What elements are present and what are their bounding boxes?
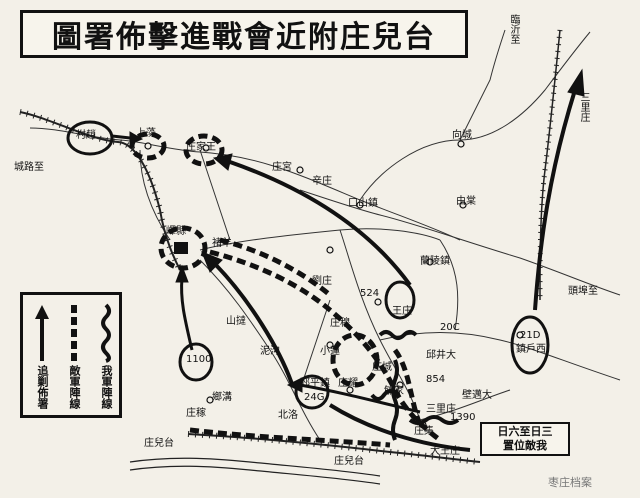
label-jiaozhuang: 辛庄 [312, 176, 332, 187]
label-n20c: 20C [440, 322, 460, 333]
map-title-box: 圖署佈擊進戰會近附庄兒台 [20, 10, 468, 58]
label-zhufu: 褚羊 [212, 238, 232, 249]
label-xian: 鎮戶西 [516, 344, 546, 355]
label-xiaoyan: 小蓮 [320, 346, 340, 357]
label-shangluo: 山撻 [226, 316, 246, 327]
legend-our-label: 我軍陣線 [100, 365, 113, 409]
label-lincheng: 城路至 [14, 162, 44, 173]
label-linyi-to: 臨沂至 [508, 14, 519, 44]
label-yidong: 由棠 [456, 196, 476, 207]
wavy-line-icon [101, 303, 111, 363]
circled-positions [178, 280, 550, 410]
legend-our: 我軍陣線 [93, 303, 119, 413]
label-koushan: 口山鎮 [348, 198, 378, 209]
label-n21d: 21D [520, 330, 541, 341]
our-lines [370, 330, 460, 441]
label-hanzhuang2: 庄集 [414, 426, 434, 437]
label-lanqiao: 蘭陵鎮 [420, 256, 450, 267]
date-line-1: 日六至日三 [497, 425, 553, 438]
dashed-line-icon [71, 305, 77, 361]
label-dawang: 大王庄 [430, 446, 460, 457]
label-jiao: 郇家 [384, 386, 404, 397]
legend: 追剿佈署 敵軍陣線 我軍陣線 [20, 292, 122, 418]
label-n1390: 1390 [450, 412, 476, 423]
label-wangzhuang: 王庄 [392, 306, 412, 317]
label-n524: 524 [360, 288, 380, 299]
label-liuzhuang: 劉庄 [312, 276, 332, 287]
label-hanzhuang: 泥沟 [260, 346, 280, 357]
watermark: 枣庄档案 [548, 476, 592, 489]
label-n1100: 1100 [186, 354, 212, 365]
legend-enemy-label: 敵軍陣線 [68, 365, 81, 409]
label-n854: 854 [426, 374, 446, 385]
yicheng-square-icon [174, 242, 188, 254]
pursuit-arrows [66, 68, 585, 452]
label-taierzhuang: 庄兒台 [144, 438, 174, 449]
date-line-2: 置位敵我 [503, 439, 547, 452]
label-shuiquan: 邱井大 [426, 350, 456, 361]
label-sanli-road: 三里庄 [578, 92, 589, 122]
label-sanli: 三里庄 [426, 404, 456, 415]
label-yicheng: 嶧縣 [166, 226, 186, 237]
label-liqu: 壁邁大 [462, 390, 492, 401]
legend-pursuit: 追剿佈署 [29, 303, 55, 413]
map-title: 圖署佈擊進戰會近附庄兒台 [52, 20, 436, 55]
label-gugong: 庄宮 [272, 162, 292, 173]
label-majiahe: 向城 [452, 130, 472, 141]
label-zhiqiao: 庄稼 [186, 408, 206, 419]
town-markers [144, 140, 524, 429]
label-beiyuan: 北洛 [278, 410, 298, 421]
label-taierzhuang-south: 庄兒台 [334, 456, 364, 467]
legend-pursuit-label: 追剿佈署 [36, 365, 49, 409]
label-youcheng: 頭埠至 [568, 286, 598, 297]
label-guo: 鄉溝 [212, 392, 232, 403]
label-tianzhuang: 庄穆 [330, 318, 350, 329]
enemy-lines [129, 131, 442, 448]
label-n24g: 24G [304, 392, 325, 403]
label-lijiazhuang: 庄耀 [338, 378, 358, 389]
river [129, 457, 381, 485]
legend-enemy: 敵軍陣線 [61, 303, 87, 413]
label-yingcheng: 庄城 [372, 362, 392, 373]
label-zhangjiabao: 邳平鎮 [300, 378, 330, 389]
label-wangyichuang: 庄家王 [186, 142, 216, 153]
arrow-up-icon [35, 305, 49, 361]
date-box: 日六至日三 置位敵我 [480, 422, 570, 456]
label-laoshang: 上藻 [136, 128, 156, 139]
label-cunzhao: 村趙 [76, 130, 96, 141]
